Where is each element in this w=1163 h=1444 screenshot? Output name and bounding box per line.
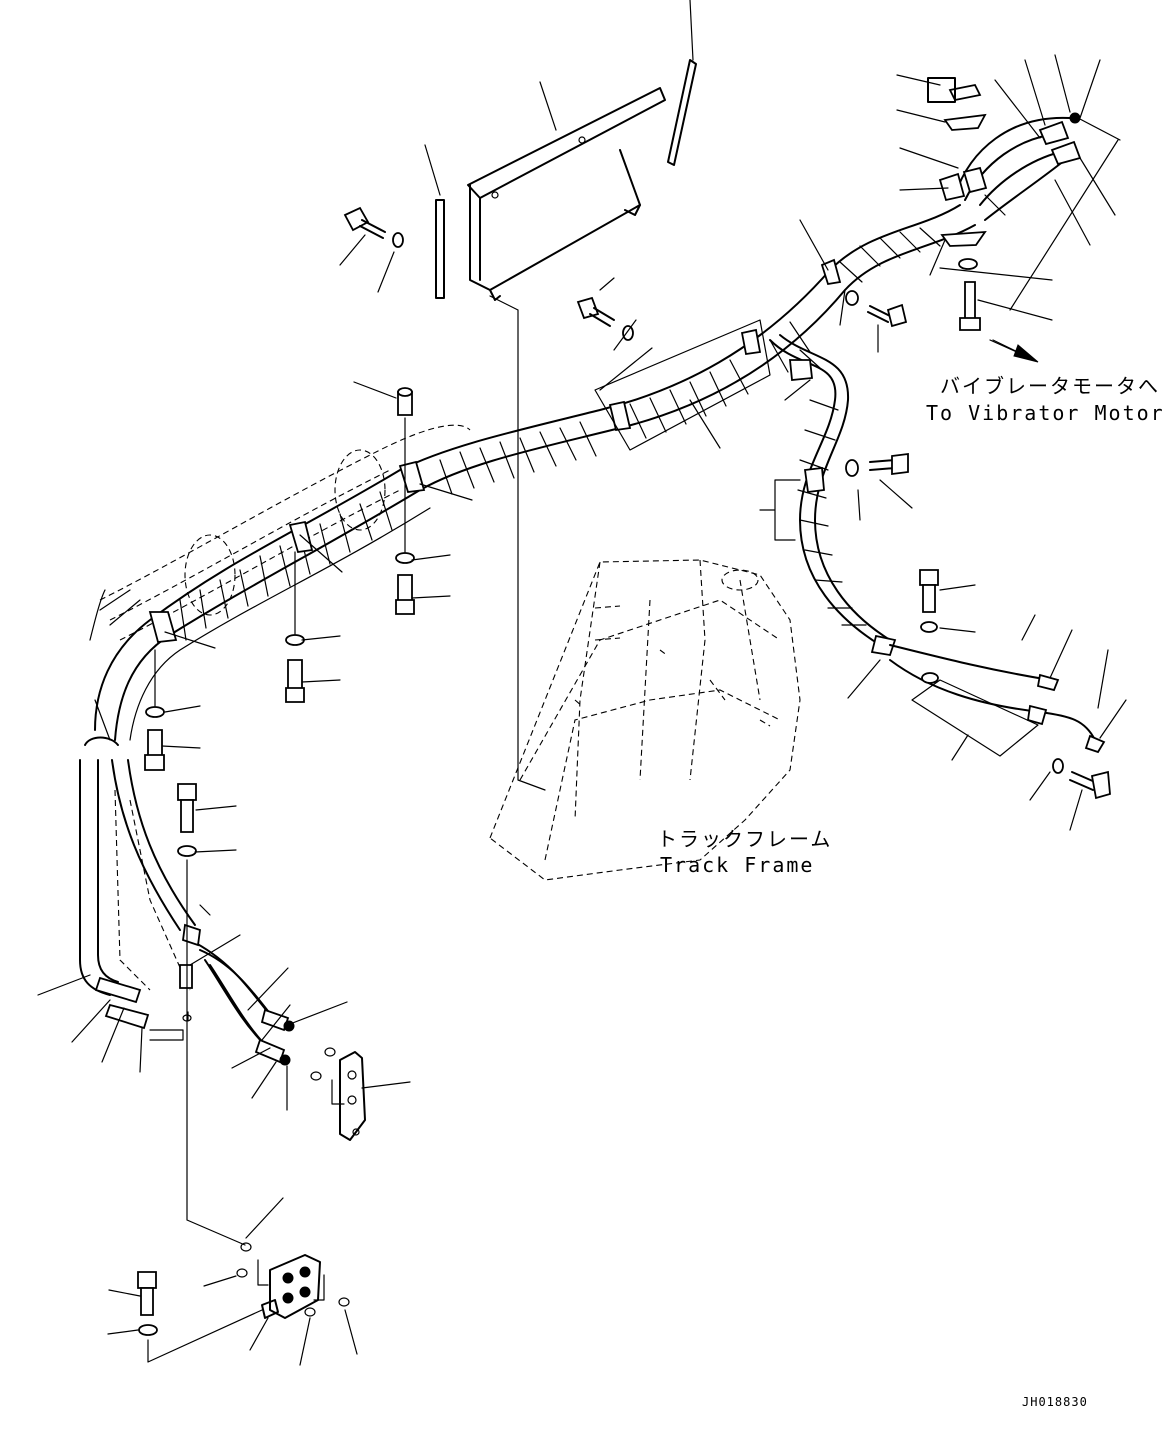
seal-strips (424, 144, 445, 299)
lower-left-fittings (94, 923, 366, 1141)
vibrator-motor-label-jp: バイブレータモータへ (940, 374, 1160, 398)
vibrator-motor-label-en: To Vibrator Motor (926, 401, 1163, 425)
hose-cover-bracket (467, 0, 697, 301)
to-motor-arrow (989, 339, 1039, 363)
track-frame-outline (489, 559, 801, 881)
bolts-and-washers (137, 206, 1111, 1336)
track-frame-label-jp: トラックフレーム (657, 827, 833, 851)
leader-lines (37, 54, 1127, 1366)
track-frame-label-en: Track Frame (660, 853, 815, 877)
branch-hose (769, 334, 1106, 754)
vibrator-motor-hoses (927, 77, 1082, 331)
drawing-id: JH018830 (1022, 1395, 1088, 1409)
manifold-block (236, 1242, 350, 1319)
